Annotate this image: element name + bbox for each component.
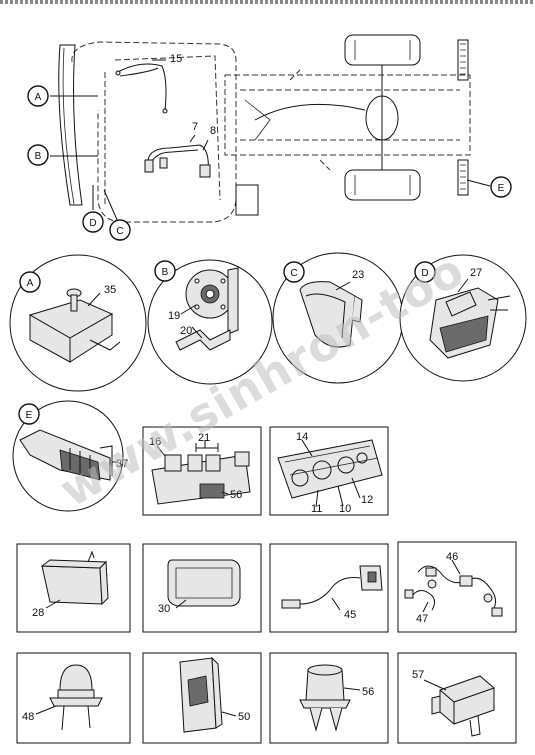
callout-d-detail: D	[414, 261, 436, 283]
part-50	[142, 652, 262, 744]
part-46-47	[397, 541, 517, 633]
detail-instrument-panel	[269, 426, 389, 516]
svg-text:D: D	[421, 268, 428, 279]
label-56-part: 56	[362, 686, 374, 698]
callout-e: E	[490, 176, 512, 198]
label-27: 27	[470, 267, 482, 279]
callout-a-detail: A	[19, 271, 41, 293]
svg-text:D: D	[89, 218, 96, 229]
label-35: 35	[104, 284, 116, 296]
detail-d	[399, 254, 527, 382]
part-45	[269, 543, 389, 633]
svg-text:A: A	[27, 278, 34, 289]
callout-c-detail: C	[283, 261, 305, 283]
label-11: 11	[311, 503, 322, 515]
svg-text:C: C	[290, 268, 297, 279]
label-14: 14	[296, 431, 308, 443]
label-10: 10	[339, 503, 351, 515]
label-56: 56	[230, 489, 242, 501]
callout-b-detail: B	[154, 260, 176, 282]
part-28	[16, 543, 131, 633]
label-57: 57	[412, 669, 424, 681]
part-57	[397, 652, 517, 744]
callout-c: C	[109, 219, 131, 241]
label-23: 23	[352, 269, 364, 281]
detail-relay-box	[142, 426, 262, 516]
callout-e-detail: E	[18, 403, 40, 425]
label-21: 21	[198, 432, 210, 444]
part-48	[16, 652, 131, 744]
label-20: 20	[180, 325, 192, 337]
label-50: 50	[238, 711, 250, 723]
svg-text:A: A	[35, 92, 42, 103]
callout-b: B	[27, 144, 49, 166]
label-16: 16	[149, 436, 161, 448]
label-48: 48	[22, 711, 34, 723]
callout-a: A	[27, 85, 49, 107]
part-30	[142, 543, 262, 633]
label-28: 28	[32, 607, 44, 619]
label-7: 7	[192, 121, 198, 133]
top-border	[0, 0, 535, 4]
label-12: 12	[361, 494, 373, 506]
overview-drawing	[50, 34, 491, 223]
callout-d: D	[82, 211, 104, 233]
detail-b	[147, 259, 273, 385]
label-37: 37	[116, 458, 128, 470]
label-8: 8	[210, 125, 216, 137]
label-47: 47	[416, 613, 428, 625]
detail-e	[12, 400, 124, 512]
part-56	[269, 652, 389, 744]
label-46: 46	[446, 551, 458, 563]
label-45: 45	[344, 609, 356, 621]
svg-text:E: E	[26, 410, 33, 421]
svg-text:B: B	[35, 151, 42, 162]
detail-a	[9, 254, 147, 392]
label-19: 19	[168, 310, 180, 322]
label-30: 30	[158, 603, 170, 615]
svg-text:B: B	[162, 267, 169, 278]
label-15: 15	[170, 53, 182, 65]
detail-c	[272, 252, 404, 384]
svg-text:E: E	[498, 183, 505, 194]
svg-text:C: C	[116, 226, 123, 237]
